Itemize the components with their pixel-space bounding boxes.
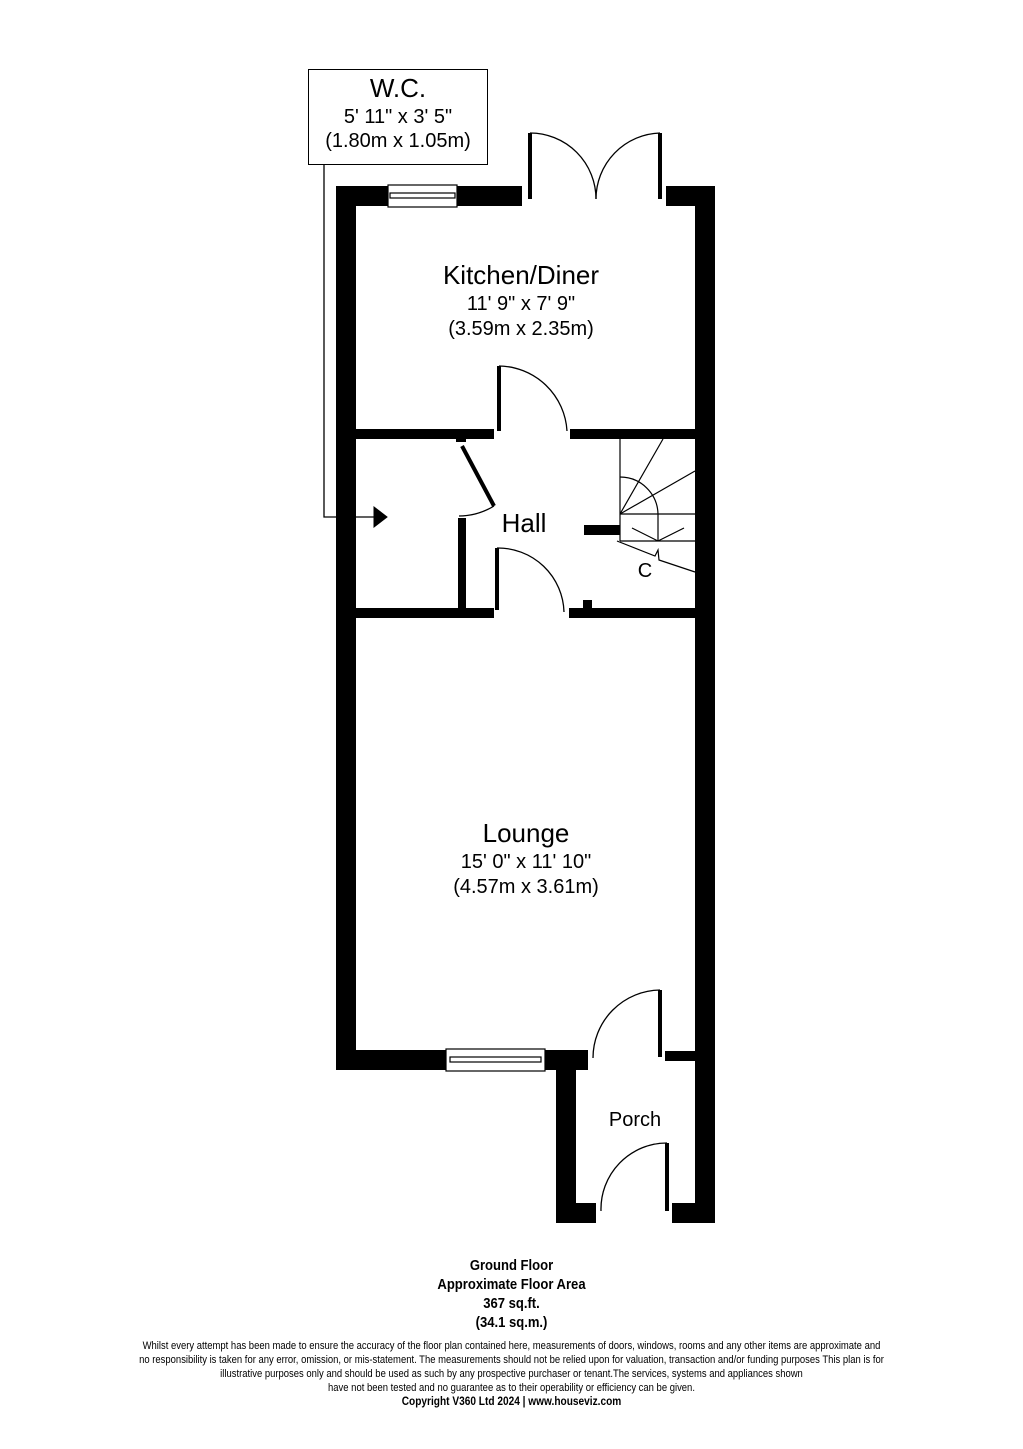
- doors: [458, 132, 669, 1212]
- hall-label: Hall: [502, 507, 547, 540]
- disclaimer-line: illustrative purposes only and should be…: [220, 1368, 803, 1380]
- disclaimer-line: have not been tested and no guarantee as…: [328, 1382, 695, 1394]
- lounge-dim-metric: (4.57m x 3.61m): [453, 875, 599, 898]
- porch-name: Porch: [608, 1109, 662, 1131]
- floor-summary: Ground Floor Approximate Floor Area 367 …: [0, 1257, 1023, 1333]
- kitchen-dim-imperial: 11' 9" x 7' 9": [466, 292, 576, 315]
- lounge-dim-imperial: 15' 0" x 11' 10": [460, 850, 592, 873]
- area-sqft: 367 sq.ft.: [483, 1296, 540, 1312]
- wc-label-box: W.C. 5' 11" x 3' 5" (1.80m x 1.05m): [308, 69, 488, 165]
- footer: Ground Floor Approximate Floor Area 367 …: [0, 1257, 1023, 1409]
- window-lounge: [445, 1048, 546, 1072]
- porch-label: Porch: [609, 1108, 661, 1133]
- wc-dim-imperial: 5' 11" x 3' 5": [343, 105, 453, 128]
- area-label: Approximate Floor Area: [437, 1277, 586, 1293]
- lounge-name: Lounge: [482, 818, 570, 848]
- disclaimer-line: no responsibility is taken for any error…: [139, 1354, 884, 1366]
- wc-pointer: [323, 165, 388, 529]
- kitchen-name: Kitchen/Diner: [442, 260, 600, 290]
- cupboard-label: C: [637, 560, 653, 582]
- kitchen-label: Kitchen/Diner 11' 9" x 7' 9" (3.59m x 2.…: [443, 259, 599, 342]
- area-sqm: (34.1 sq.m.): [475, 1315, 548, 1331]
- copyright: Copyright V360 Ltd 2024 | www.houseviz.c…: [401, 1396, 622, 1408]
- disclaimer: Whilst every attempt has been made to en…: [72, 1339, 952, 1395]
- hall-name: Hall: [501, 508, 547, 538]
- kitchen-dim-metric: (3.59m x 2.35m): [448, 317, 594, 340]
- disclaimer-line: Whilst every attempt has been made to en…: [142, 1340, 881, 1352]
- wc-name: W.C.: [369, 73, 427, 103]
- lounge-label: Lounge 15' 0" x 11' 10" (4.57m x 3.61m): [453, 817, 599, 900]
- window-kitchen: [387, 184, 458, 208]
- staircase: [616, 438, 696, 573]
- wc-dim-metric: (1.80m x 1.05m): [325, 130, 471, 153]
- floor-name: Ground Floor: [469, 1258, 554, 1274]
